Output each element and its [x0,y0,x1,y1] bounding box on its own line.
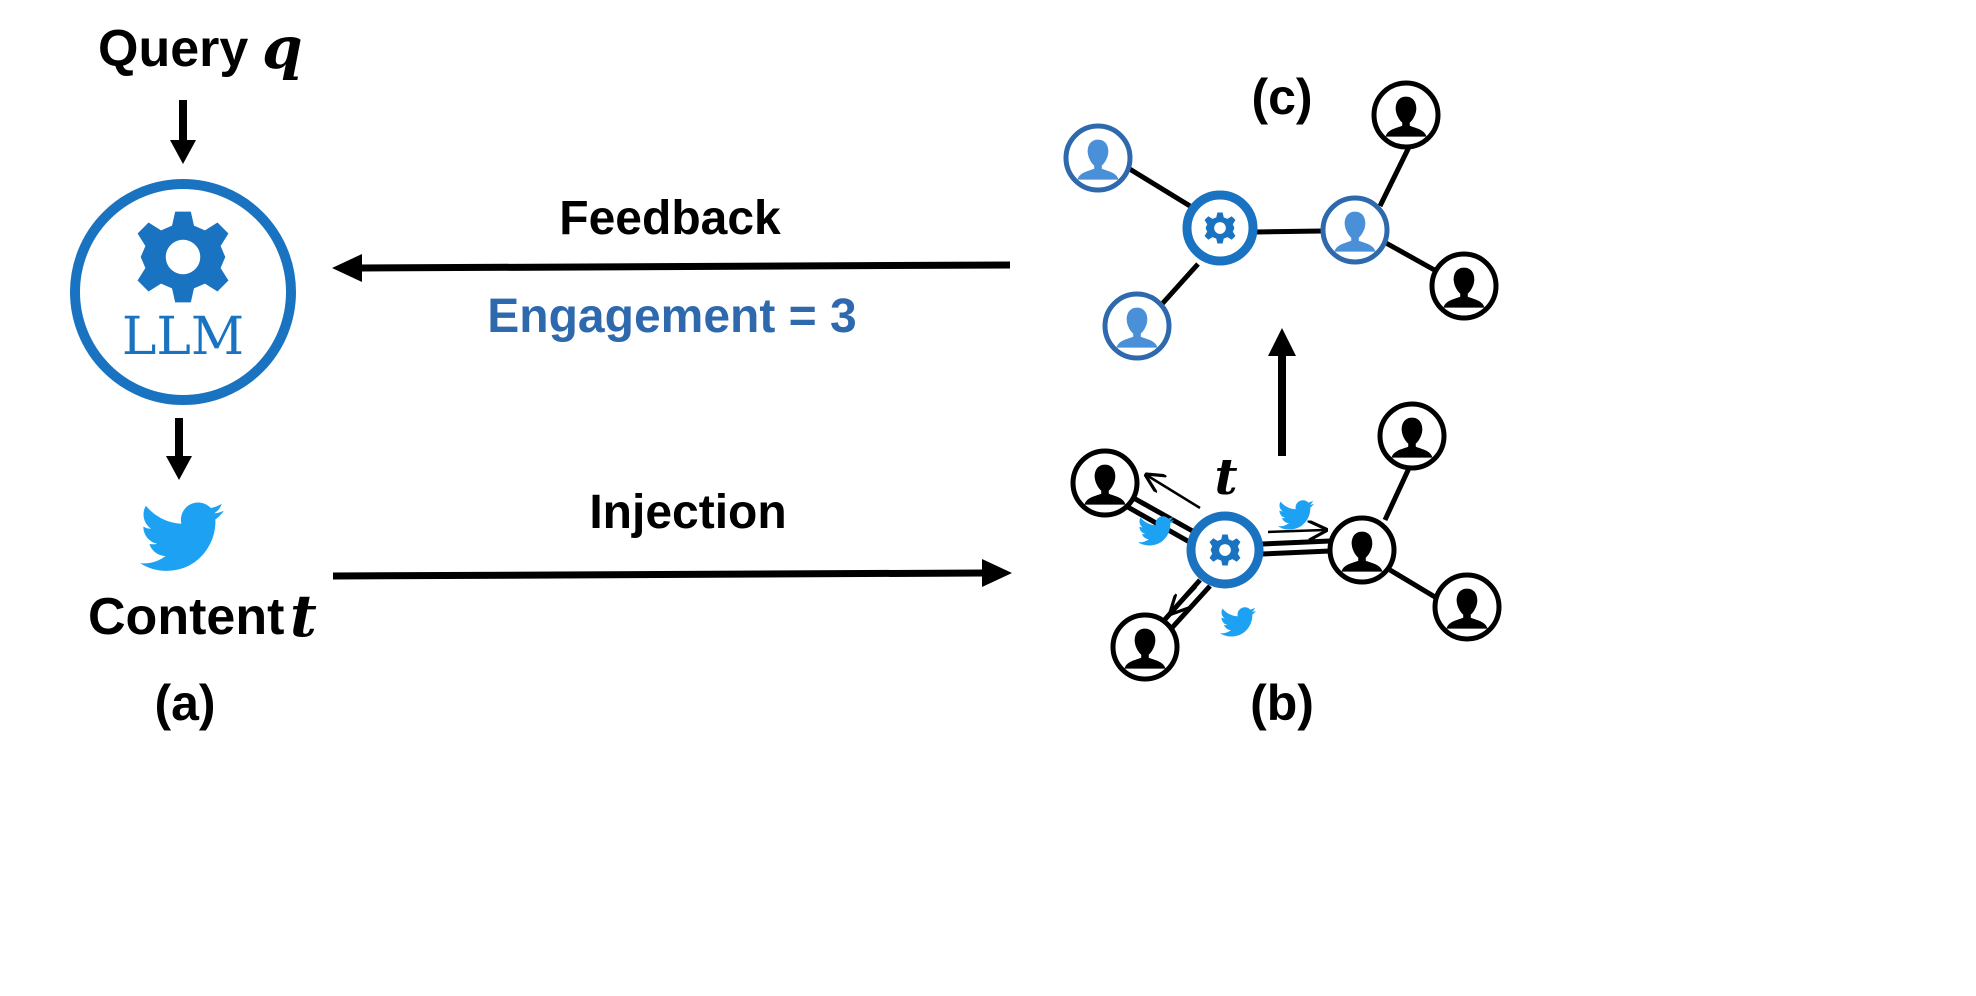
panel-a-label: (a) [154,675,215,731]
injection-label: Injection [589,486,786,539]
injection-arrow-head [982,559,1012,587]
edge [1382,464,1413,522]
query-arrow-head [170,140,196,164]
edge [1388,567,1442,603]
propagation-arrow [1172,586,1197,612]
user-node [1371,80,1441,150]
panel-c: (c) [1063,69,1499,361]
user-node [1429,251,1499,321]
propagation-arrow [1148,476,1201,510]
user-node [1377,401,1447,471]
engaged-user-node [1063,123,1133,193]
injection-group: Injection [332,486,1012,587]
user-node [1327,515,1397,585]
query-label: Query [98,20,248,78]
bird-icon [140,502,224,571]
feedback-group: Feedback Engagement = 3 [332,192,1011,343]
update-arrow-head [1268,328,1296,356]
user-node [1432,572,1502,642]
llm-agent-node [1186,511,1264,589]
user-node [1110,612,1180,682]
edge [1255,228,1323,235]
feedback-label: Feedback [559,192,781,245]
edge [1261,548,1331,557]
panel-c-label: (c) [1251,69,1312,125]
llm-node [70,179,296,405]
content-variable: t [290,582,317,650]
query-variable: q [262,14,303,82]
user-node [1070,448,1140,518]
llm-arrow-head [166,456,192,480]
propagation-arrow [1267,530,1324,532]
gear-icon [137,211,229,303]
edge [1261,538,1331,547]
edge [1160,262,1200,306]
edge [1377,143,1413,208]
edge [1126,165,1192,209]
engagement-label: Engagement = 3 [487,290,856,343]
bird-icon [1220,607,1256,637]
feedback-arrow-head [332,254,362,282]
engaged-user-node [1320,195,1390,265]
post-variable: t [1214,447,1237,506]
injection-arrow-shaft [332,569,985,580]
llm-agent-node [1182,190,1258,266]
edge [1384,240,1440,275]
content-label: Content [88,588,284,646]
panel-b-label: (b) [1250,675,1314,731]
panel-a: Query q LLM Content t (a) [70,14,317,731]
bird-icon [1278,500,1314,530]
engaged-user-node [1102,291,1172,361]
llm-label: LLM [122,307,244,367]
panel-b: t (b) [1070,401,1502,731]
feedback-arrow-shaft [359,261,1011,272]
